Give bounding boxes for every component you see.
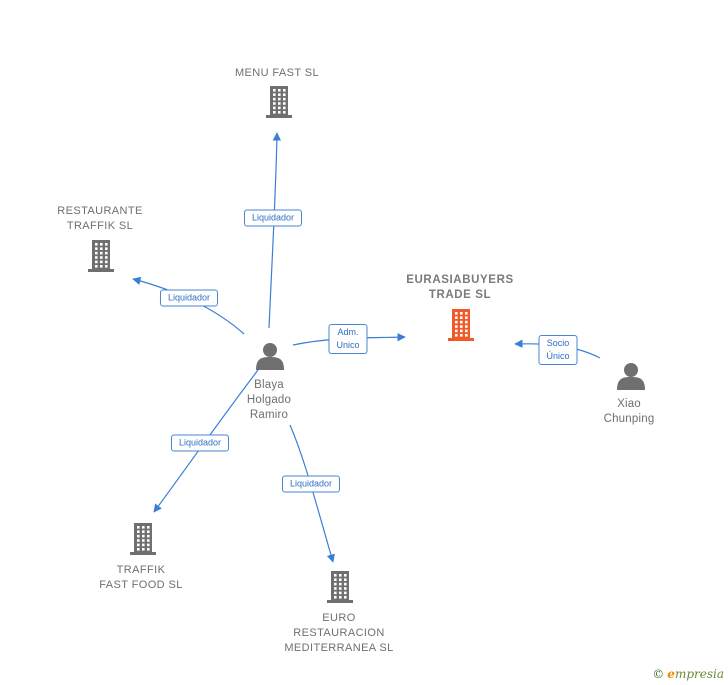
- brand-name: mpresia: [674, 667, 724, 681]
- relation-label-blaya-restaurante[interactable]: Liquidador: [159, 289, 219, 307]
- company-label-traffik[interactable]: TRAFFIK FAST FOOD SL: [99, 564, 183, 591]
- person-label-xiao[interactable]: Xiao Chunping: [603, 398, 655, 425]
- building-icon: [327, 571, 353, 603]
- person-label-blaya[interactable]: Blaya Holgado Ramiro: [246, 379, 292, 421]
- company-label-euro[interactable]: EURO RESTAURACION MEDITERRANEA SL: [284, 612, 394, 654]
- company-label-menu[interactable]: MENU FAST SL: [234, 67, 320, 79]
- relation-edge-blaya-menu: [268, 132, 282, 329]
- relation-label-blaya-traffik[interactable]: Liquidador: [170, 434, 230, 452]
- person-icon: [256, 343, 284, 370]
- relation-label-blaya-euro[interactable]: Liquidador: [281, 475, 341, 493]
- empresia-brand: ©empresia: [652, 667, 724, 681]
- building-icon: [88, 240, 114, 272]
- person-icon: [617, 363, 645, 390]
- copyright-symbol: ©: [652, 667, 665, 681]
- company-label-eurasia[interactable]: EURASIABUYERS TRADE SL: [406, 274, 514, 301]
- relation-edge-blaya-restaurante: [132, 276, 245, 335]
- building-icon: [448, 309, 474, 341]
- relation-label-xiao-eurasia[interactable]: Socio Único: [538, 335, 578, 365]
- brand-initial: e: [667, 667, 675, 681]
- relation-label-blaya-menu[interactable]: Liquidador: [243, 209, 303, 227]
- building-icon: [266, 86, 292, 118]
- relation-label-blaya-eurasia[interactable]: Adm. Unico: [328, 324, 368, 354]
- relation-edge-blaya-euro: [289, 424, 335, 563]
- building-icon: [130, 523, 156, 555]
- company-label-restaurante[interactable]: RESTAURANTE TRAFFIK SL: [57, 205, 143, 232]
